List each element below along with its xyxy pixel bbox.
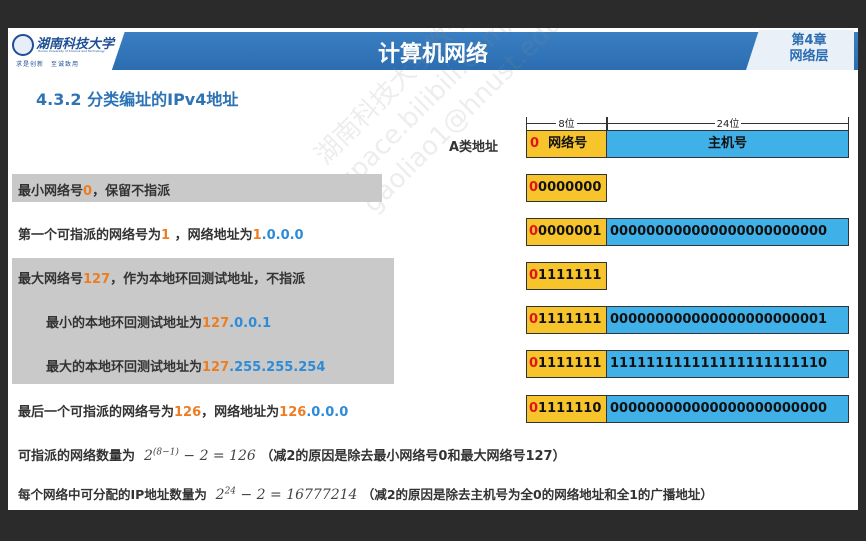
address-network-part: 1 — [252, 228, 262, 243]
formula-label: 每个网络中可分配的IP地址数量为 — [18, 487, 207, 502]
slide-header: 湖南科技大学 Hunan University of Science and T… — [8, 28, 858, 70]
formula-note: （减2的原因是除去主机号为全0的网络地址和全1的广播地址） — [361, 487, 713, 502]
network-bits: 1111111 — [538, 268, 602, 283]
leading-bit: 0 — [529, 268, 539, 283]
assignable-networks-formula: 可指派的网络数量为 2(8−1) − 2 = 126 （减2的原因是除去最小网络… — [18, 445, 566, 464]
address-host-part: .0.0.0 — [306, 405, 349, 420]
chapter-label: 第4章 网络层 — [774, 33, 844, 65]
header-band — [8, 32, 858, 70]
network-field-label: 网络号 — [548, 136, 588, 151]
leading-bit: 0 — [530, 136, 540, 151]
row-max-loopback: 最大的本地环回测试地址为127.255.255.254 — [46, 356, 325, 375]
binary-network-part: 00000000 — [526, 174, 607, 202]
host-field-label: 主机号 — [707, 136, 747, 151]
binary-network-part: 01111110 — [526, 395, 607, 423]
network-bits: 0000001 — [538, 224, 602, 239]
row-value: 126 — [174, 405, 202, 420]
binary-network-part: 00000001 — [526, 218, 607, 246]
row-max-network: 最大网络号127，作为本地环回测试地址，不指派 — [18, 268, 305, 287]
row-text: ，保留不指派 — [92, 184, 171, 199]
university-name: 湖南科技大学 — [36, 37, 115, 52]
row-first-network: 第一个可指派的网络号为1 ，网络地址为1.0.0.0 — [18, 224, 304, 243]
university-logo: 湖南科技大学 Hunan University of Science and T… — [8, 28, 126, 70]
address-host-part: .0.0. — [229, 316, 263, 331]
network-bits: 0000000 — [538, 180, 602, 195]
row-text: 最大的本地环回测试地址为 — [46, 360, 203, 375]
address-host-part: .255.255.254 — [229, 360, 326, 375]
binary-host-part: 000000000000000000000000 — [606, 395, 849, 423]
network-bits: 1111110 — [538, 401, 602, 416]
addresses-per-network-formula: 每个网络中可分配的IP地址数量为 224 − 2 = 16777214 （减2的… — [18, 484, 713, 503]
binary-network-part: 01111111 — [526, 350, 607, 378]
row-text: ，网络地址为 — [201, 405, 280, 420]
host-field: 主机号 — [606, 130, 849, 158]
binary-host-part: 000000000000000000000001 — [606, 306, 849, 334]
slide: 湖南科技大学 Hunan University of Science and T… — [8, 28, 858, 510]
formula-label: 可指派的网络数量为 — [18, 449, 136, 464]
binary-network-part: 01111111 — [526, 262, 607, 290]
address-host-part: .0.0.0 — [261, 228, 304, 243]
leading-bit: 0 — [529, 312, 539, 327]
address-network-part: 126 — [279, 405, 307, 420]
row-value: 127 — [83, 272, 111, 287]
leading-bit: 0 — [529, 401, 539, 416]
row-text: 最大网络号 — [18, 272, 84, 287]
section-title: 4.3.2 分类编址的IPv4地址 — [36, 90, 239, 109]
row-min-network: 最小网络号0，保留不指派 — [18, 180, 170, 199]
address-network-part: 127 — [202, 316, 230, 331]
row-value: 0 — [83, 184, 93, 199]
formula-expression: 224 − 2 = 16777214 — [215, 486, 358, 503]
row-min-loopback: 最小的本地环回测试地址为127.0.0.1 — [46, 312, 271, 331]
row-text: 第一个可指派的网络号为 — [18, 228, 162, 243]
leading-bit: 0 — [529, 224, 539, 239]
university-seal-icon — [12, 34, 34, 56]
row-last-network: 最后一个可指派的网络号为126，网络地址为126.0.0.0 — [18, 401, 348, 420]
row-text: 最小的本地环回测试地址为 — [46, 316, 203, 331]
network-field: 0 网络号 — [526, 130, 607, 158]
network-bits-label: 8位 — [556, 119, 577, 130]
row-text: 最小网络号 — [18, 184, 84, 199]
formula-expression: 2(8−1) − 2 = 126 — [144, 447, 256, 464]
host-bits-bracket: 24位 — [607, 117, 849, 131]
binary-host-part: 000000000000000000000000 — [606, 218, 849, 246]
class-a-label: A类地址 — [449, 140, 499, 155]
address-network-part: 127 — [202, 360, 230, 375]
host-bits-label: 24位 — [714, 119, 742, 130]
network-bits: 1111111 — [538, 312, 602, 327]
network-bits: 1111111 — [538, 356, 602, 371]
row-text: ，作为本地环回测试地址，不指派 — [110, 272, 306, 287]
chapter-number: 第4章 — [791, 33, 827, 48]
leading-bit: 0 — [529, 180, 539, 195]
highlight-panel-min — [12, 174, 382, 202]
university-motto: 求是创新 至诚致用 — [16, 61, 80, 68]
binary-network-part: 01111111 — [526, 306, 607, 334]
university-english-name: Hunan University of Science and Technolo… — [38, 49, 105, 53]
binary-host-part: 111111111111111111111110 — [606, 350, 849, 378]
highlight-panel-loopback — [12, 258, 394, 384]
chapter-name: 网络层 — [789, 49, 829, 64]
formula-note: （减2的原因是除去最小网络号0和最大网络号127） — [260, 449, 566, 464]
row-text: ，网络地址为 — [170, 228, 253, 243]
course-title: 计算机网络 — [377, 42, 488, 67]
address-host-part: 1 — [262, 316, 272, 331]
row-text: 最后一个可指派的网络号为 — [18, 405, 175, 420]
chapter-box — [746, 30, 854, 70]
row-value: 1 — [161, 228, 171, 243]
network-bits-bracket: 8位 — [526, 117, 607, 131]
leading-bit: 0 — [529, 356, 539, 371]
